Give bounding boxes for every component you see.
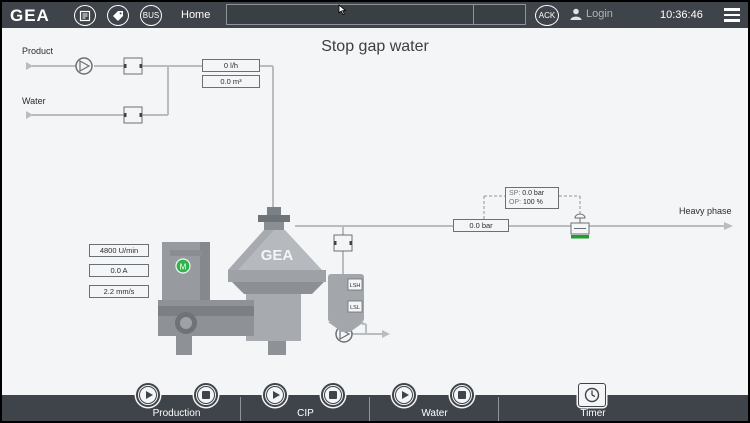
mouse-pointer-icon	[338, 4, 347, 15]
play-icon	[401, 391, 409, 399]
volume-readout: 0.0 m³	[202, 75, 260, 88]
product-label: Product	[22, 46, 54, 56]
speed-readout: 4800 U/min	[89, 244, 149, 257]
bus-button[interactable]: BUS	[140, 5, 162, 26]
production-stop-button[interactable]	[194, 383, 218, 407]
flow-readout: 0 l/h	[202, 59, 260, 72]
product-valve-icon[interactable]	[123, 57, 143, 75]
login-label: Login	[586, 8, 613, 20]
home-link[interactable]: Home	[181, 9, 211, 21]
lsh-label: LSH	[350, 283, 361, 289]
cip-label: CIP	[297, 408, 314, 419]
water-group: Water	[370, 383, 499, 421]
separator-machine[interactable]: LSH LSL GEA M	[158, 207, 364, 355]
user-icon	[570, 8, 582, 20]
pressure-readout: 0.0 bar	[453, 219, 509, 232]
tag-icon[interactable]	[107, 5, 129, 26]
login-button[interactable]: Login	[570, 8, 613, 20]
lsl-label: LSL	[350, 305, 360, 311]
water-start-button[interactable]	[392, 383, 416, 407]
gea-logo: GEA	[10, 6, 50, 25]
water-label: Water	[22, 96, 46, 106]
play-icon	[145, 391, 153, 399]
op-key: OP:	[509, 199, 522, 206]
heavy-phase-label: Heavy phase	[679, 206, 732, 216]
sp-value: 0.0 bar	[522, 190, 545, 197]
timer-icon	[584, 387, 600, 403]
alarm-list-icon[interactable]	[74, 5, 96, 26]
cip-stop-button[interactable]	[321, 383, 345, 407]
sp-key: SP:	[509, 190, 521, 197]
current-readout: 0.0 A	[89, 264, 149, 277]
production-group: Production	[112, 383, 241, 421]
stop-icon	[329, 391, 337, 399]
vibration-readout: 2.2 mm/s	[89, 285, 149, 298]
production-label: Production	[152, 408, 201, 419]
message-bar[interactable]	[226, 4, 526, 25]
menu-icon[interactable]	[724, 8, 740, 25]
motor-label: M	[180, 263, 187, 272]
op-value: 100 %	[523, 199, 543, 206]
product-pump-icon[interactable]	[75, 57, 93, 75]
page-title: Stop gap water	[321, 38, 429, 55]
production-start-button[interactable]	[136, 383, 160, 407]
clock: 10:36:46	[660, 9, 703, 21]
water-stop-button[interactable]	[450, 383, 474, 407]
stop-icon	[458, 391, 466, 399]
bottom-bar: Production CIP Water Timer	[2, 383, 748, 421]
control-valve-icon[interactable]	[570, 213, 590, 239]
controller-setpoint-panel[interactable]: SP: 0.0 bar OP: 100 %	[505, 187, 559, 209]
process-diagram: LSH LSL GEA M	[26, 57, 733, 355]
motor-status-icon	[175, 258, 191, 274]
timer-button[interactable]	[578, 383, 606, 407]
play-icon	[272, 391, 280, 399]
top-bar: GEA BUS Home ACK Login 10:36:46	[2, 2, 748, 28]
water-valve-icon[interactable]	[123, 106, 143, 124]
ack-button[interactable]: ACK	[535, 5, 559, 26]
machine-brand: GEA	[261, 247, 294, 264]
water-group-label: Water	[421, 408, 448, 419]
sample-valve-icon[interactable]	[333, 234, 353, 252]
timer-group: Timer	[499, 395, 687, 421]
timer-label: Timer	[580, 408, 606, 419]
stop-icon	[202, 391, 210, 399]
cip-start-button[interactable]	[263, 383, 287, 407]
cip-group: CIP	[241, 383, 370, 421]
